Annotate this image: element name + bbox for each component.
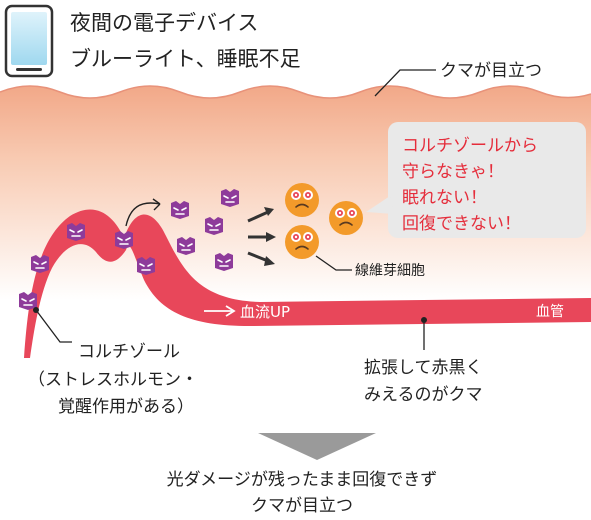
conclusion-line-1: 光ダメージが残ったまま回復できず bbox=[167, 470, 438, 490]
blood-vessel bbox=[8, 209, 591, 358]
cortisol-label-3: 覚醒作用がある） bbox=[58, 397, 194, 417]
dilation-label-2: みえるのがクマ bbox=[364, 385, 483, 405]
fibroblast-cell-icon bbox=[284, 182, 320, 218]
speech-line-2: 守らなきゃ！ bbox=[402, 162, 504, 182]
dilation-leader-line bbox=[421, 317, 427, 350]
bloodflow-arrow bbox=[204, 305, 236, 317]
kuma-label: クマが目立つ bbox=[440, 61, 542, 81]
kuma-leader-line bbox=[374, 69, 436, 97]
vessel-label: 血管 bbox=[536, 304, 564, 320]
bloodflow-label: 血流UP bbox=[240, 303, 290, 321]
speech-line-1: コルチゾールから bbox=[402, 136, 538, 156]
cortisol-label-2: （ストレスホルモン・ bbox=[28, 370, 198, 390]
header-line-1: 夜間の電子デバイス bbox=[70, 11, 258, 35]
down-triangle-icon bbox=[258, 433, 376, 460]
header-line-2: ブルーライト、睡眠不足 bbox=[70, 47, 301, 71]
speech-line-3: 眠れない！ bbox=[402, 188, 487, 208]
dilation-label-1: 拡張して赤黒く bbox=[364, 358, 483, 378]
fibroblast-cell-icon bbox=[328, 200, 364, 236]
conclusion-line-2: クマが目立つ bbox=[251, 496, 353, 516]
smartphone-icon bbox=[4, 4, 54, 78]
cortisol-leader-line bbox=[33, 307, 72, 343]
fibroblast-leader-line bbox=[315, 255, 352, 271]
fibroblast-label: 線維芽細胞 bbox=[355, 263, 425, 279]
attack-arrows bbox=[247, 207, 276, 266]
cortisol-exit-arrow bbox=[125, 202, 161, 227]
cortisol-label-1: コルチゾール bbox=[78, 342, 180, 362]
speech-line-4: 回復できない！ bbox=[402, 214, 521, 234]
speech-bubble: コルチゾールから 守らなきゃ！ 眠れない！ 回復できない！ bbox=[366, 122, 586, 238]
fibroblast-cell-icon bbox=[284, 224, 320, 260]
